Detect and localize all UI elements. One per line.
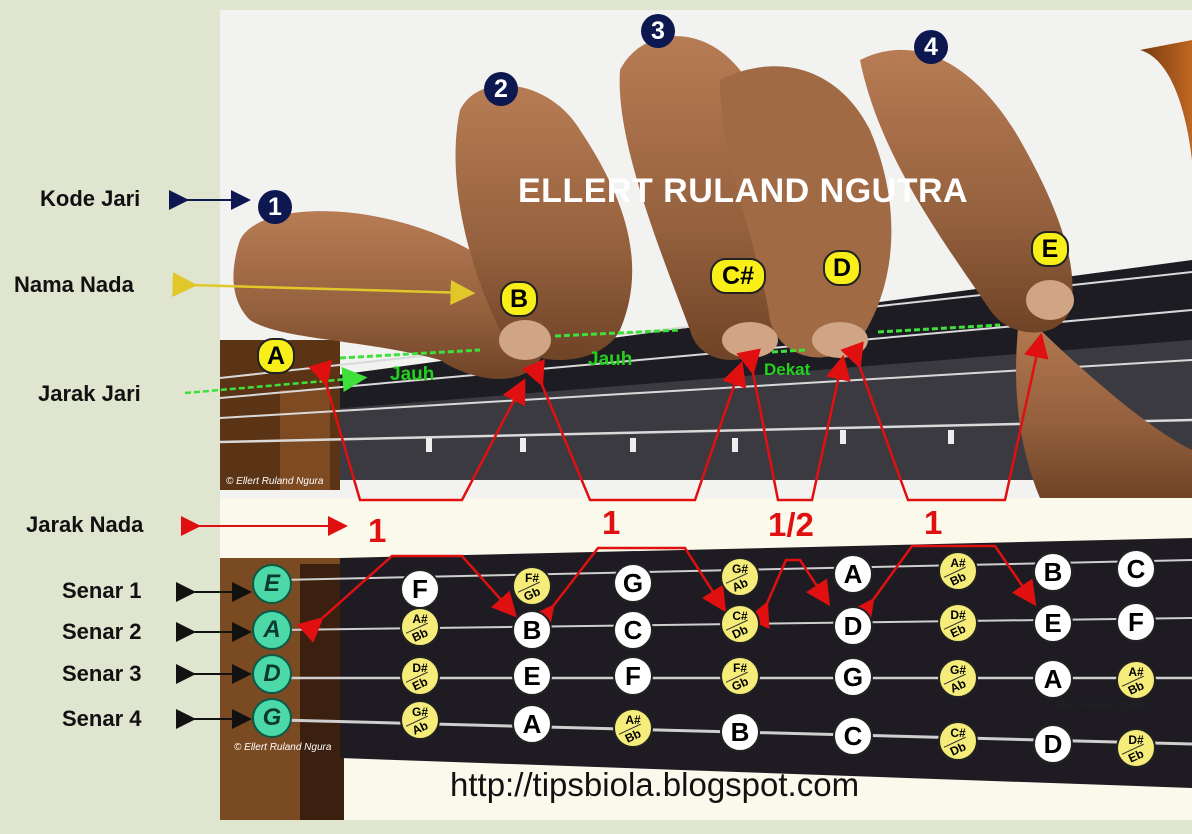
note-string4-6: D [1033, 724, 1073, 764]
sharp-name: A# [412, 612, 428, 626]
photo-note-d: D [823, 250, 861, 286]
note-string2-3: C#Db [720, 604, 760, 645]
sharp-name: C# [950, 726, 966, 740]
note-string3-3: F#Gb [720, 656, 760, 697]
note-string1-4: A [833, 554, 873, 594]
sharp-name: D# [412, 661, 428, 675]
sharp-name: G# [949, 663, 966, 677]
note-string4-1: A [512, 704, 552, 744]
finger-code-1: 1 [258, 190, 292, 224]
finger-code-4: 4 [914, 30, 948, 64]
sharp-name: G# [731, 562, 748, 576]
label-kode-jari: Kode Jari [40, 186, 141, 211]
photo-note-e: E [1031, 231, 1069, 267]
note-string1-2: G [613, 563, 653, 603]
note-string2-2: C [613, 610, 653, 650]
note-string2-0: A#Bb [400, 607, 440, 648]
note-distance-2: 1 [602, 504, 621, 541]
copyright-board: © Ellert Ruland Ngura [234, 742, 332, 753]
sharp-name: A# [625, 713, 641, 727]
sharp-name: A# [1128, 665, 1144, 679]
hand-illustration [220, 36, 1192, 498]
note-string3-0: D#Eb [400, 656, 440, 697]
photo-note-a: A [257, 338, 295, 374]
finger-code-3: 3 [641, 14, 675, 48]
note-string3-6: A [1033, 659, 1073, 699]
note-string1-6: B [1033, 552, 1073, 592]
label-senar-1: Senar 1 [62, 578, 142, 603]
note-distance-3: 1/2 [768, 506, 814, 543]
label-jarak-jari: Jarak Jari [38, 381, 141, 406]
finger-distance-1: Jauh [390, 364, 435, 385]
sharp-name: A# [950, 556, 966, 570]
photo-note-b: B [500, 281, 538, 317]
open-string-e: E [252, 564, 292, 604]
note-string4-4: C [833, 716, 873, 756]
note-string2-5: D#Eb [938, 603, 978, 644]
open-string-a: A [252, 610, 292, 650]
note-string2-6: E [1033, 603, 1073, 643]
photo-note-c-sharp: C# [710, 258, 766, 294]
sharp-name: D# [950, 608, 966, 622]
note-string1-0: F [400, 569, 440, 609]
label-nama-nada: Nama Nada [14, 272, 134, 297]
note-string2-7: F [1116, 602, 1156, 642]
note-string4-7: D#Eb [1116, 728, 1156, 769]
copyright-photo: © Ellert Ruland Ngura [226, 476, 324, 487]
author-title: ELLERT RULAND NGUTRA [518, 172, 969, 210]
copyright-board-right: © Ellert Ruland Ngutra [1045, 700, 1146, 711]
note-string4-0: G#Ab [400, 700, 440, 741]
hand-photo [220, 10, 1192, 498]
note-string1-3: G#Ab [720, 557, 760, 598]
sharp-name: D# [1128, 733, 1144, 747]
finger-distance-3: Dekat [764, 360, 811, 379]
finger-code-2: 2 [484, 72, 518, 106]
note-string2-1: B [512, 610, 552, 650]
note-string1-1: F#Gb [512, 566, 552, 607]
label-jarak-nada: Jarak Nada [26, 512, 144, 537]
open-string-g: G [252, 698, 292, 738]
note-string3-4: G [833, 657, 873, 697]
note-string3-1: E [512, 656, 552, 696]
note-distance-1: 1 [368, 512, 387, 549]
open-string-d: D [252, 654, 292, 694]
blog-url: http://tipsbiola.blogspot.com [450, 766, 860, 803]
label-senar-3: Senar 3 [62, 661, 142, 686]
note-string3-7: A#Bb [1116, 660, 1156, 701]
note-string3-2: F [613, 656, 653, 696]
note-string4-2: A#Bb [613, 708, 653, 749]
note-string2-4: D [833, 606, 873, 646]
note-string1-7: C [1116, 549, 1156, 589]
finger-distance-2: Jauh [588, 349, 633, 370]
note-string1-5: A#Bb [938, 551, 978, 592]
sharp-name: F# [732, 661, 747, 675]
label-senar-2: Senar 2 [62, 619, 142, 644]
note-string4-3: B [720, 712, 760, 752]
sharp-name: C# [732, 609, 748, 623]
sharp-name: F# [524, 571, 539, 585]
sharp-name: G# [411, 705, 428, 719]
note-string3-5: G#Ab [938, 658, 978, 699]
label-senar-4: Senar 4 [62, 706, 142, 731]
note-distance-4: 1 [924, 504, 943, 541]
note-string4-5: C#Db [938, 721, 978, 762]
